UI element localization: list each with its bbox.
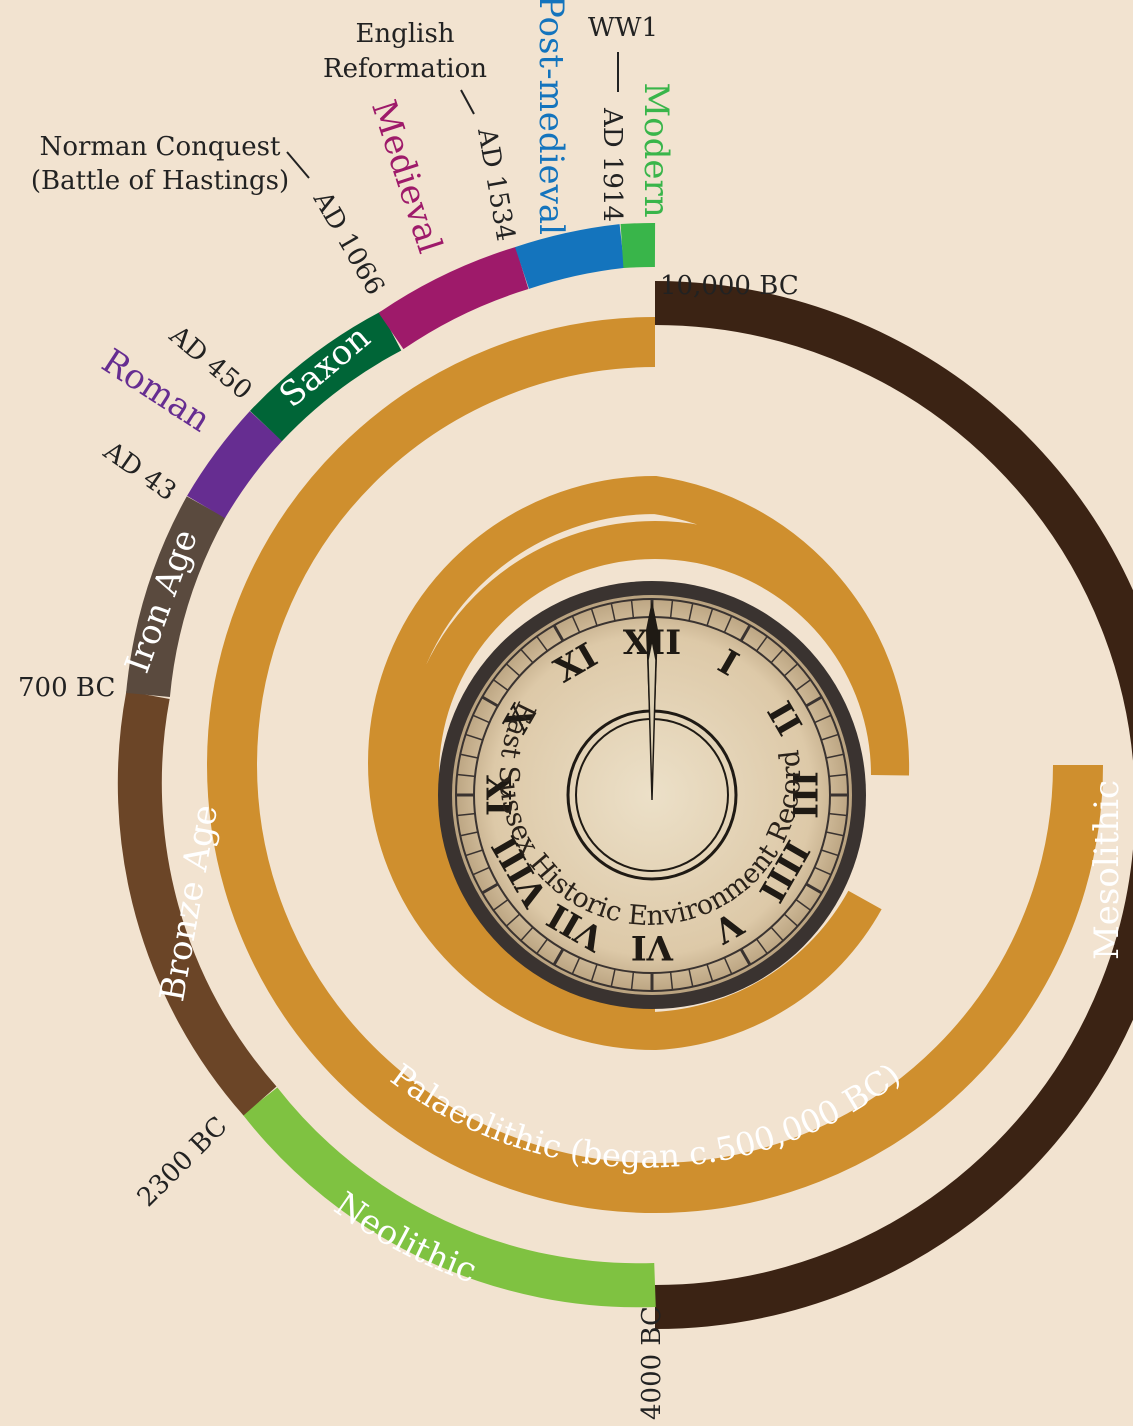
- event-reformation-connector: [460, 89, 475, 115]
- clock-tick: [571, 615, 581, 633]
- clock-tick: [805, 882, 823, 895]
- clock-tick: [481, 695, 499, 708]
- clock-tick: [520, 926, 534, 942]
- clock-tick: [828, 812, 848, 817]
- clock-tick: [630, 971, 635, 991]
- date-iron-label: 700 BC: [18, 673, 115, 703]
- date-modern-label: AD 1914: [597, 107, 627, 222]
- modern-label: Modern: [636, 82, 676, 217]
- modern-segment: [620, 223, 656, 268]
- clock-numeral: III: [784, 771, 824, 819]
- bronze-age-segment: [117, 690, 277, 1116]
- clock-tick: [505, 913, 521, 927]
- clock-tick: [610, 968, 616, 987]
- clock-tick: [706, 608, 714, 626]
- outer-era-ring: [117, 223, 1133, 1329]
- event-norman-line2: (Battle of Hastings): [31, 166, 289, 196]
- clock-tick: [552, 948, 565, 966]
- clock-tick: [770, 648, 784, 664]
- iron-age-segment: [126, 496, 226, 698]
- post-medieval-segment: [515, 224, 625, 289]
- clock-tick: [456, 812, 476, 817]
- palaeolithic-inner-band: [368, 475, 910, 1051]
- clock-tick: [465, 733, 483, 741]
- clock-tick: [795, 679, 812, 691]
- clock-tick: [739, 948, 752, 966]
- event-reformation-line2: Reformation: [323, 54, 487, 84]
- clock-tick: [739, 624, 752, 642]
- clock-tick: [814, 866, 832, 876]
- clock-tick: [492, 899, 509, 911]
- date-start-label: 10,000 BC: [660, 271, 799, 301]
- clock-tick: [688, 603, 694, 622]
- date-neolithic-label: 4000 BC: [637, 1306, 667, 1420]
- clock-tick: [783, 663, 799, 677]
- mesolithic-label: Mesolithic: [1087, 780, 1127, 960]
- clock-tick: [706, 964, 714, 982]
- clock-icon: XIIIIIIIIIIIIVVIVIIVIIIIXXXI East Sussex…: [438, 581, 866, 1009]
- roman-segment: [187, 411, 283, 519]
- date-post-medieval-label: AD 1534: [471, 125, 521, 244]
- clock-tick: [460, 831, 479, 837]
- clock-hand-hour: [647, 639, 657, 801]
- clock-tick: [723, 957, 733, 975]
- date-roman-label: AD 43: [97, 436, 181, 508]
- clock-tick: [723, 615, 733, 633]
- clock-tick: [472, 714, 490, 724]
- clock-tick: [492, 679, 509, 691]
- clock-tick: [536, 635, 548, 652]
- date-medieval-label: AD 1066: [306, 186, 390, 301]
- clock-tick: [536, 938, 548, 955]
- clock-tick: [630, 599, 635, 619]
- clock-tick: [783, 913, 799, 927]
- clock-numeral: IX: [480, 773, 520, 816]
- clock-tick: [472, 866, 490, 876]
- clock-tick: [481, 882, 499, 895]
- clock-tick: [590, 608, 598, 626]
- clock-tick: [828, 773, 848, 778]
- saxon-segment: [250, 311, 402, 442]
- clock-tick: [465, 849, 483, 857]
- clock-tick: [825, 831, 844, 837]
- clock-tick: [590, 964, 598, 982]
- clock-tick: [505, 663, 521, 677]
- clock-tick: [610, 603, 616, 622]
- clock-tick: [669, 971, 674, 991]
- medieval-label: Medieval: [363, 95, 450, 258]
- clock-tick: [456, 773, 476, 778]
- medieval-segment: [378, 246, 529, 350]
- clock-tick: [814, 714, 832, 724]
- clock-tick: [460, 753, 479, 759]
- event-ww1: WW1: [588, 13, 658, 43]
- clock-tick: [756, 635, 768, 652]
- clock-tick: [552, 624, 565, 642]
- neolithic-segment: [242, 1087, 656, 1308]
- clock-tick: [821, 733, 839, 741]
- clock-tick: [520, 648, 534, 664]
- clock-tick: [770, 926, 784, 942]
- clock-tick: [825, 753, 844, 759]
- event-norman-connector: [286, 151, 310, 179]
- event-norman-line1: Norman Conquest: [40, 132, 281, 162]
- clock-tick: [669, 599, 674, 619]
- clock-numeral: VI: [631, 927, 674, 967]
- clock-tick: [805, 695, 823, 708]
- clock-tick: [688, 968, 694, 987]
- clock-tick: [571, 957, 581, 975]
- clock-tick: [795, 899, 812, 911]
- palaeolithic-band: [207, 317, 1103, 1213]
- event-reformation-line1: English: [355, 19, 454, 49]
- clock-tick: [756, 938, 768, 955]
- iron-age-label: Iron Age: [117, 524, 206, 678]
- date-bronze-label: 2300 BC: [132, 1111, 234, 1213]
- clock-tick: [821, 849, 839, 857]
- post-medieval-label: Post-medieval: [531, 0, 571, 235]
- mesolithic-segment: [654, 281, 1133, 1329]
